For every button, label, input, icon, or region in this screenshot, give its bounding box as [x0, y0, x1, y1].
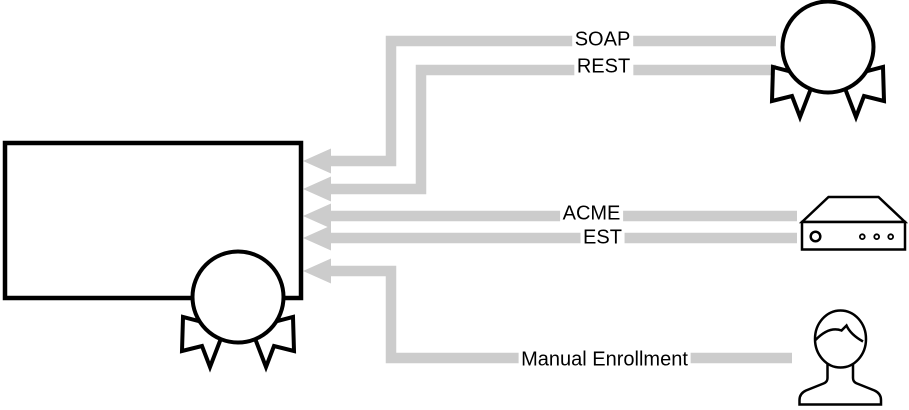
arrowhead-soap-icon [303, 148, 331, 174]
connector-rest-line [330, 64, 776, 195]
connector-label-rest: REST [573, 55, 634, 78]
arrowhead-est-icon [303, 225, 331, 251]
server-appliance-icon [797, 167, 909, 280]
connector-est [303, 225, 801, 251]
arrowhead-manual-icon [303, 258, 331, 284]
connector-manual-enrollment [303, 258, 792, 364]
connector-rest [303, 64, 776, 202]
arrowhead-rest-icon [303, 176, 331, 202]
certificate-ribbon-icon [770, 0, 886, 119]
connector-label-acme: ACME [559, 202, 624, 226]
connector-acme [303, 203, 801, 229]
connector-label-est: EST [580, 226, 625, 249]
connector-manual-line [330, 265, 792, 364]
connector-label-manual-enrollment: Manual Enrollment [518, 348, 691, 372]
arrowhead-acme-icon [303, 203, 331, 229]
person-icon [798, 309, 883, 406]
connector-soap [303, 35, 776, 174]
connector-label-soap: SOAP [571, 28, 634, 51]
connector-soap-line [330, 35, 776, 167]
